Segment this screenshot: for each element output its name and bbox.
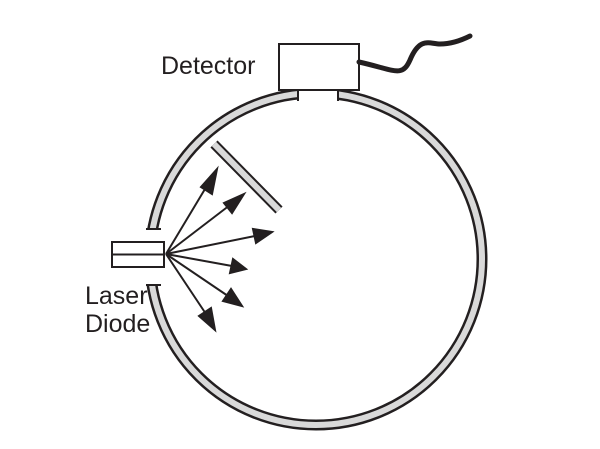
laser-label-line1: Laser	[85, 282, 148, 310]
sphere-ring	[144, 87, 488, 431]
laser-diode	[111, 241, 165, 268]
detector-label: Detector	[161, 52, 255, 80]
ray-arrow-1	[165, 165, 219, 255]
detector-cable	[356, 33, 473, 74]
laser-label-line2: Diode	[85, 310, 150, 338]
ray-arrow-5	[165, 253, 245, 308]
ray-arrow-2	[165, 191, 247, 255]
detector-box	[278, 43, 360, 91]
ray-arrow-4	[165, 253, 249, 275]
ray-arrow-3	[165, 227, 275, 255]
ray-arrow-6	[165, 253, 217, 333]
light-rays	[165, 165, 275, 333]
